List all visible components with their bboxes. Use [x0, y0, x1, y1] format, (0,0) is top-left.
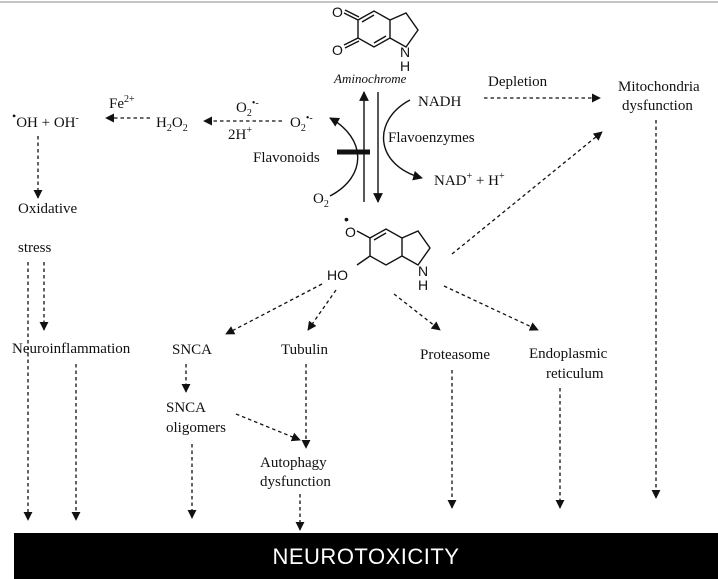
semiquinone-n: N: [418, 263, 428, 279]
neurotoxicity-text: NEUROTOXICITY: [272, 544, 459, 569]
nad-label: NAD+ + H+: [434, 171, 505, 189]
flavonoids-label: Flavonoids: [253, 150, 320, 166]
proteasome-label: Proteasome: [420, 347, 490, 363]
semiquinone-radical-dot: •: [344, 211, 349, 227]
tubulin-label: Tubulin: [281, 342, 328, 358]
semiquinone-to-proteasome-arrow: [393, 293, 441, 331]
semiquinone-to-snca-arrow: [225, 283, 323, 335]
superoxide-label: O2•-: [290, 113, 313, 134]
semiquinone-to-er-arrow: [443, 285, 539, 331]
superoxide-on-arrow: O2•-: [236, 98, 259, 119]
neuroinflammation-label: Neuroinflammation: [12, 341, 131, 357]
autophagy-line1: Autophagy: [260, 455, 327, 471]
er-label-line1: Endoplasmic: [529, 346, 608, 362]
fe-label: Fe2+: [109, 94, 135, 112]
aminochrome-o1: O: [332, 4, 343, 20]
flavoenzymes-label: Flavoenzymes: [388, 130, 475, 146]
oxidative-label-line2: stress: [18, 240, 51, 256]
mito-label-line1: Mitochondria: [618, 79, 700, 95]
aminochrome-structure: O O N H: [332, 4, 419, 74]
h2o2-label: H2O2: [156, 115, 188, 134]
semiquinone-structure: O • HO N H: [327, 211, 431, 293]
oxidative-label-line1: Oxidative: [18, 201, 77, 217]
semiquinone-h: H: [418, 277, 428, 293]
o2-superoxide-arc: [329, 117, 359, 197]
nadh-arc: [383, 99, 423, 181]
neurotoxicity-banner: [14, 533, 718, 579]
semiquinone-o: O: [345, 224, 356, 240]
snca-oligomers-line2: oligomers: [166, 420, 226, 436]
aminochrome-o2: O: [332, 42, 343, 58]
semiquinone-ho: HO: [327, 267, 348, 283]
autophagy-line2: dysfunction: [260, 474, 331, 490]
er-label-line2: reticulum: [546, 366, 604, 382]
mito-label-line2: dysfunction: [622, 98, 693, 114]
semiquinone-to-mito-arrow: [451, 131, 603, 255]
depletion-label: Depletion: [488, 74, 548, 90]
snca-label: SNCA: [172, 342, 212, 358]
snca-oligomers-line1: SNCA: [166, 400, 206, 416]
aminochrome-n: N: [400, 44, 410, 60]
semiquinone-to-tubulin-arrow: [307, 289, 337, 331]
o2-label: O2: [313, 191, 329, 210]
aminochrome-label: Aminochrome: [333, 71, 407, 86]
oligomers-to-autophagy-arrow: [235, 413, 301, 442]
nadh-label: NADH: [418, 94, 461, 110]
two-h-plus-label: 2H+: [228, 125, 252, 143]
aminochrome-h: H: [400, 58, 410, 74]
hydroxyl-products-label: •OH + OH-: [12, 109, 79, 131]
